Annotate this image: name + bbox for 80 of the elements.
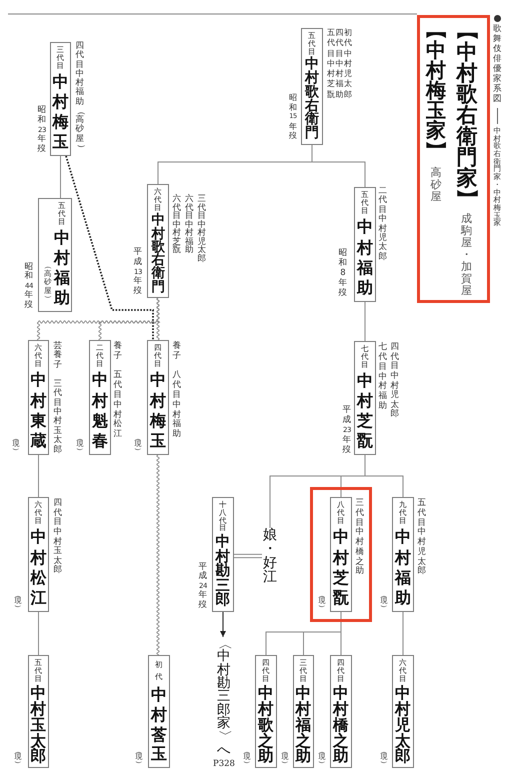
former-name: 四代目中村福助	[335, 28, 344, 100]
name-box	[50, 42, 71, 156]
name-box	[212, 497, 234, 612]
former-name: 五代目中村児太郎	[418, 499, 426, 577]
name-box	[28, 655, 49, 768]
name-label: 中村福之助	[294, 685, 312, 764]
name-box	[330, 655, 352, 768]
name-label: 中村莟玉	[150, 685, 168, 764]
adoption-note: 養子	[172, 342, 182, 362]
name-box	[28, 340, 49, 455]
double-line	[234, 554, 262, 558]
name-label: 中村歌右衛門	[150, 214, 166, 294]
cross-reference-text: 〈中村勘三郎家〉へ	[216, 637, 232, 757]
connector-line	[364, 302, 366, 342]
former-name: 四代目中村児太郎	[390, 343, 400, 420]
former-name: 四代目中村福助（高砂屋）	[76, 42, 84, 153]
connector-line	[402, 612, 404, 656]
former-name: 六代目中村福助	[185, 195, 194, 255]
dotted-line	[65, 156, 154, 340]
name-box	[255, 655, 277, 768]
arrow	[220, 612, 226, 638]
name-label: 中村梅玉	[149, 370, 167, 451]
connector-line	[266, 612, 342, 656]
former-name: 四代目中村玉太郎	[54, 499, 62, 576]
connector-line	[38, 612, 39, 656]
adoption-note: 芸養子	[54, 342, 62, 370]
name-box	[28, 497, 49, 612]
name-label: 中村福助	[53, 228, 71, 308]
former-name: 三代目中村児太郎	[198, 195, 206, 263]
name-label: 中村芝翫	[332, 527, 350, 608]
name-label: 中村東蔵	[30, 370, 48, 451]
former-name: 六代目中村芝翫	[172, 195, 182, 255]
family-heading: 【中村梅玉家】	[425, 20, 447, 160]
former-name: 二代目中村児太郎	[378, 187, 388, 262]
name-box	[354, 341, 376, 455]
former-name: 三代目中村橋之助	[356, 499, 364, 577]
former-name: 八代目中村福助	[172, 371, 182, 440]
connector-line	[270, 454, 366, 528]
connector-line	[60, 156, 61, 198]
former-name: 三代目中村玉太郎	[54, 380, 62, 455]
name-label: 中村玉太郎	[30, 685, 48, 764]
adoption-note: 養子	[114, 342, 122, 362]
former-name: 七代目中村福助	[378, 343, 388, 412]
family-heading: 【中村歌右衛門家】	[456, 20, 478, 209]
wavy-line	[156, 298, 160, 340]
name-label: 中村魁春	[91, 370, 109, 451]
name-text: 娘・好江	[262, 528, 278, 584]
former-name: 五代目中村芝翫	[326, 28, 335, 100]
heading-frame	[417, 15, 490, 303]
house-name: 成駒屋・加賀屋	[460, 213, 473, 297]
name-box	[293, 655, 314, 768]
name-box	[330, 497, 352, 612]
former-name: 五代目中村松江	[114, 371, 122, 440]
name-label: 中村芝翫	[356, 371, 374, 451]
name-label: 中村梅玉	[52, 72, 70, 152]
title-text: 歌舞伎俳優家系図	[492, 24, 503, 104]
name-label: 中村松江	[30, 527, 48, 608]
name-label: 中村福助	[356, 217, 374, 298]
name-label: 中村歌右衛門	[304, 58, 320, 141]
name-box	[89, 340, 111, 455]
former-name: 初代中村児太郎	[344, 28, 352, 100]
connector-line	[38, 454, 39, 498]
name-box	[392, 655, 414, 768]
name-label: 中村勘三郎	[214, 535, 232, 608]
name-box	[301, 28, 323, 145]
name-box	[147, 340, 169, 455]
name-box	[148, 655, 170, 768]
name-box	[147, 184, 169, 298]
connector-line	[158, 144, 312, 184]
name-label: 中村歌之助	[257, 685, 275, 764]
page-reference: P328	[212, 760, 236, 768]
house-name: 高砂屋	[430, 167, 442, 203]
wavy-line	[156, 454, 160, 656]
name-label: 中村児太郎	[394, 685, 412, 764]
name-label: 中村福助	[394, 527, 412, 608]
name-box	[354, 187, 376, 302]
death-year: 昭和8年歿	[338, 248, 348, 298]
name-box	[38, 198, 72, 312]
name-label: 中村橋之助	[332, 685, 350, 764]
name-box	[392, 497, 414, 612]
